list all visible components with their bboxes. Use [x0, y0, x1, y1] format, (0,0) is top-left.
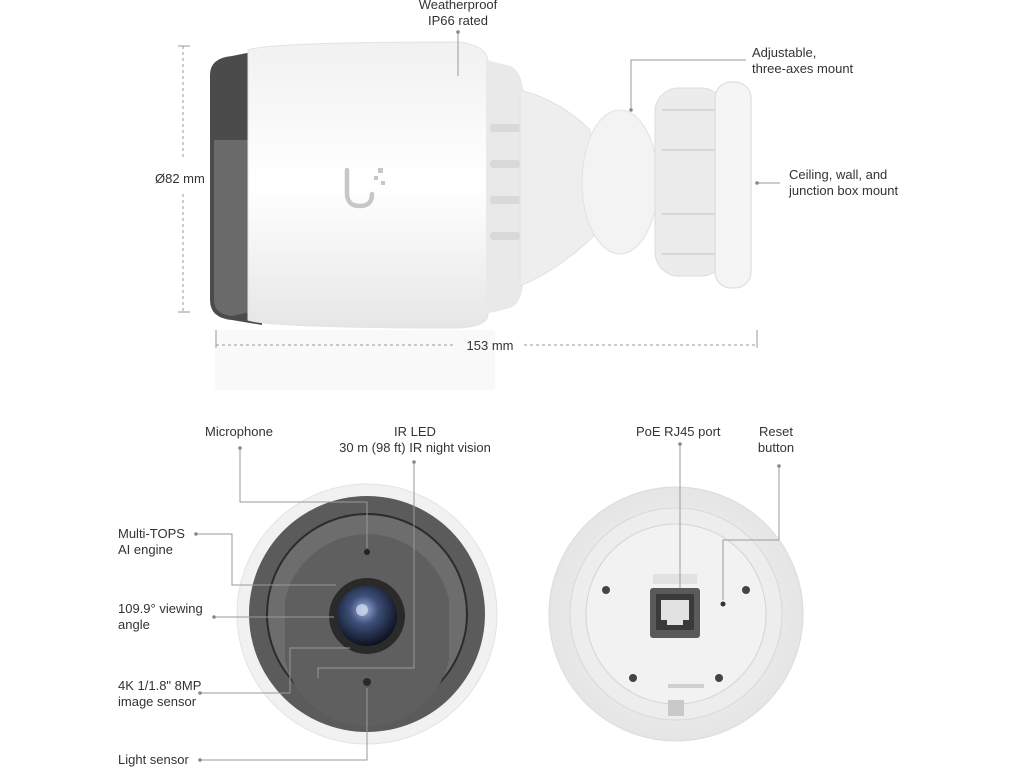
callout-lines-top: [456, 30, 780, 185]
camera-rear-view: [548, 486, 804, 742]
label-viewing-angle: 109.9° viewing angle: [118, 601, 203, 632]
dimension-lines: [178, 45, 758, 348]
camera-front-view: [236, 483, 498, 745]
label-poe-port: PoE RJ45 port: [636, 424, 721, 439]
label-ai-engine: Multi-TOPS AI engine: [118, 526, 185, 557]
label-adjustable-mount: Adjustable, three-axes mount: [752, 45, 854, 76]
label-microphone: Microphone: [205, 424, 273, 439]
label-image-sensor: 4K 1/1.8" 8MP image sensor: [118, 678, 202, 709]
label-weatherproof: Weatherproof IP66 rated: [418, 0, 498, 28]
camera-side-view: [210, 41, 752, 390]
label-ceiling-mount: Ceiling, wall, and junction box mount: [789, 167, 899, 198]
label-reset-button: Reset button: [757, 424, 795, 455]
label-light-sensor: Light sensor: [118, 752, 189, 767]
label-diameter: Ø82 mm: [155, 171, 205, 186]
callout-lines-rear: [678, 442, 781, 600]
label-length: 153 mm: [466, 338, 514, 353]
label-ir-led: IR LED 30 m (98 ft) IR night vision: [339, 424, 491, 455]
callout-lines-front: [194, 446, 416, 762]
